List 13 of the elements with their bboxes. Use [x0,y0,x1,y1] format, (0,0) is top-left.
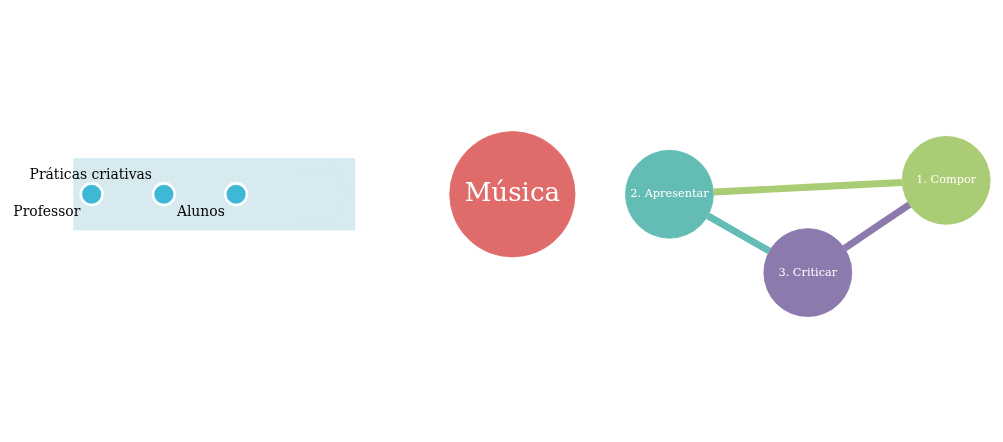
node-circle: 2. Apresentar [625,149,714,239]
node-circle [223,182,249,207]
node-label: Práticas criativas [29,165,153,182]
node-circle [79,182,104,207]
node-circle: Música [449,131,576,258]
node-circle [151,182,177,207]
node-circle: 3. Criticar [763,228,853,317]
connector [706,212,772,255]
connector [842,201,912,252]
node-label: Professor [13,203,81,220]
node-label: Alunos [176,203,225,220]
connector [713,179,903,196]
node-circle: 1. Compor [901,135,991,225]
